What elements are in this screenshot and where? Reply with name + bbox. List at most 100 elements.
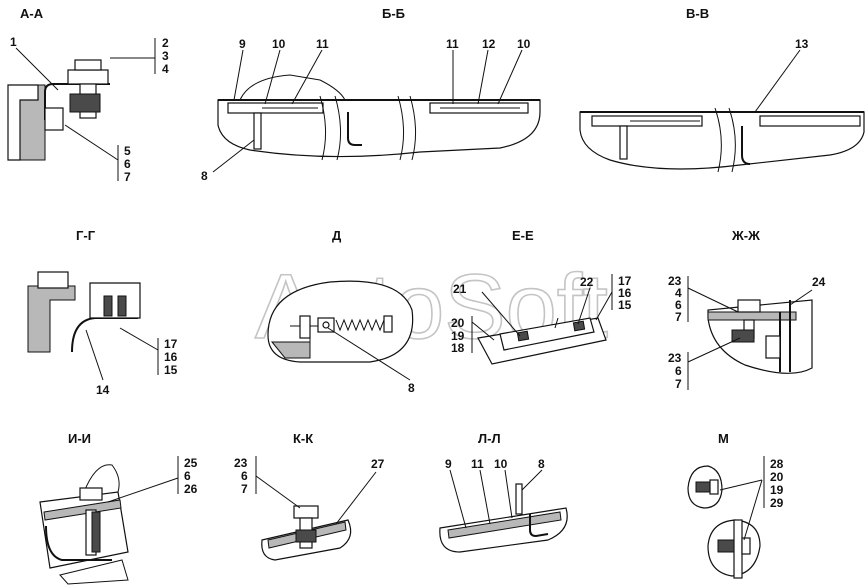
section-bb-cover-outline <box>239 74 346 101</box>
label-ee-21: 21 <box>453 282 467 296</box>
section-aa-clip <box>44 107 64 131</box>
label-zhzh-6a: 6 <box>675 298 682 312</box>
section-ii-plate <box>43 499 122 521</box>
section-bb-leader-10b <box>497 49 523 105</box>
label-kk-7: 7 <box>241 482 248 496</box>
section-gg-bolt-right <box>117 295 127 317</box>
label-zhzh-4: 4 <box>675 286 682 300</box>
section-aa-washer <box>67 69 109 85</box>
label-ee-16: 16 <box>618 286 632 300</box>
label-gg-15: 15 <box>164 363 178 377</box>
label-aa-1: 1 <box>10 35 17 49</box>
section-d: Д 8 <box>267 228 415 395</box>
section-gg-panel <box>27 285 76 353</box>
label-ee-17: 17 <box>618 274 632 288</box>
section-gg-leader-17 <box>119 327 159 351</box>
section-bb-body <box>217 99 541 158</box>
label-ll-11: 11 <box>471 457 484 471</box>
section-ee: Е-Е 21 22 17 16 15 20 19 18 <box>451 228 632 365</box>
section-ii: И-И 25 6 26 <box>39 431 198 585</box>
section-m: М 28 20 19 29 <box>687 431 784 579</box>
section-gg-top-block <box>37 271 69 289</box>
section-d-stop <box>299 315 311 339</box>
section-zhzh: Ж-Ж 23 4 6 7 24 23 6 7 <box>668 228 826 391</box>
label-bb-10b: 10 <box>517 37 531 51</box>
label-m-19: 19 <box>770 483 784 497</box>
label-bb-9: 9 <box>239 37 246 51</box>
section-d-end-cap <box>383 315 393 333</box>
section-d-leader-8 <box>327 327 411 381</box>
label-aa-5: 5 <box>124 144 131 158</box>
section-aa-nut <box>69 93 101 113</box>
section-vv-break <box>714 107 736 173</box>
label-gg-14: 14 <box>96 383 110 397</box>
label-ee-22: 22 <box>580 275 594 289</box>
section-vv-right-rail <box>759 115 861 127</box>
section-ii-foot <box>59 559 129 585</box>
section-aa-leader-5 <box>64 124 119 161</box>
section-bb-leader-8 <box>212 139 255 173</box>
section-aa: А-А 1 2 3 4 5 6 7 <box>7 6 169 184</box>
section-ii-cover <box>83 464 120 493</box>
section-d-pin-hole <box>322 321 330 329</box>
section-gg-bracket <box>89 282 141 319</box>
label-ee-19: 19 <box>451 329 465 343</box>
section-bb-leader-9 <box>233 49 244 101</box>
section-gg-strap <box>71 317 138 353</box>
section-vv-title: В-В <box>686 6 709 21</box>
section-ii-leader-25 <box>107 477 179 503</box>
label-ll-9: 9 <box>445 457 452 471</box>
section-bb-hook <box>347 112 362 146</box>
label-ee-18: 18 <box>451 341 465 355</box>
section-zhzh-bolt-head <box>737 299 761 313</box>
section-kk-title: К-К <box>293 431 313 446</box>
section-ii-bolt-head <box>79 487 103 501</box>
section-m-top-nut <box>695 481 711 493</box>
section-vv: В-В 13 <box>579 6 865 173</box>
section-bb-break-right <box>397 95 417 161</box>
section-m-title: М <box>718 431 729 446</box>
section-bb-pin <box>253 112 262 150</box>
label-kk-6: 6 <box>241 469 248 483</box>
section-kk-nut <box>295 529 317 543</box>
section-bb-leader-12 <box>477 49 489 105</box>
section-ii-strap <box>45 525 112 561</box>
section-ee-block-left <box>516 330 530 342</box>
label-aa-3: 3 <box>162 49 169 63</box>
section-zhzh-leader-23a <box>687 287 739 313</box>
section-vv-pin <box>619 125 628 160</box>
section-ii-title: И-И <box>68 431 91 446</box>
label-bb-10a: 10 <box>272 37 286 51</box>
section-ll-rail <box>447 511 562 539</box>
section-zhzh-plate <box>707 311 797 321</box>
section-ee-title: Е-Е <box>512 228 534 243</box>
section-ii-nut <box>91 511 101 553</box>
section-ee-block-right <box>572 320 586 332</box>
label-bb-11a: 11 <box>316 37 329 51</box>
section-ll-leader-8 <box>521 469 543 491</box>
section-gg-title: Г-Г <box>76 228 96 243</box>
label-kk-23: 23 <box>234 456 248 470</box>
section-m-leader-top <box>719 479 763 491</box>
section-aa-bolt-head <box>74 59 102 71</box>
section-ll-leader-9 <box>449 469 467 529</box>
section-kk-bolt-head <box>293 505 319 519</box>
section-ee-leader-17 <box>595 291 613 321</box>
section-vv-leader-13 <box>754 49 801 113</box>
label-aa-4: 4 <box>162 62 169 76</box>
section-kk-leader-27 <box>335 471 377 525</box>
label-aa-6: 6 <box>124 157 131 171</box>
section-aa-leader-1 <box>15 47 59 91</box>
section-m-stud <box>733 519 743 579</box>
section-ll-pin <box>515 483 523 515</box>
section-m-bottom-nut <box>717 539 735 553</box>
section-bb-leader-11a <box>291 49 323 105</box>
section-d-spring <box>335 318 385 332</box>
label-zhzh-24: 24 <box>812 275 826 289</box>
section-ll-leader-11 <box>479 469 491 525</box>
label-ee-15: 15 <box>618 298 632 312</box>
section-ee-leader-22 <box>577 287 591 325</box>
section-bb-leader-10a <box>264 49 281 105</box>
label-ii-6: 6 <box>184 469 191 483</box>
section-zhzh-leader-24 <box>789 289 813 306</box>
